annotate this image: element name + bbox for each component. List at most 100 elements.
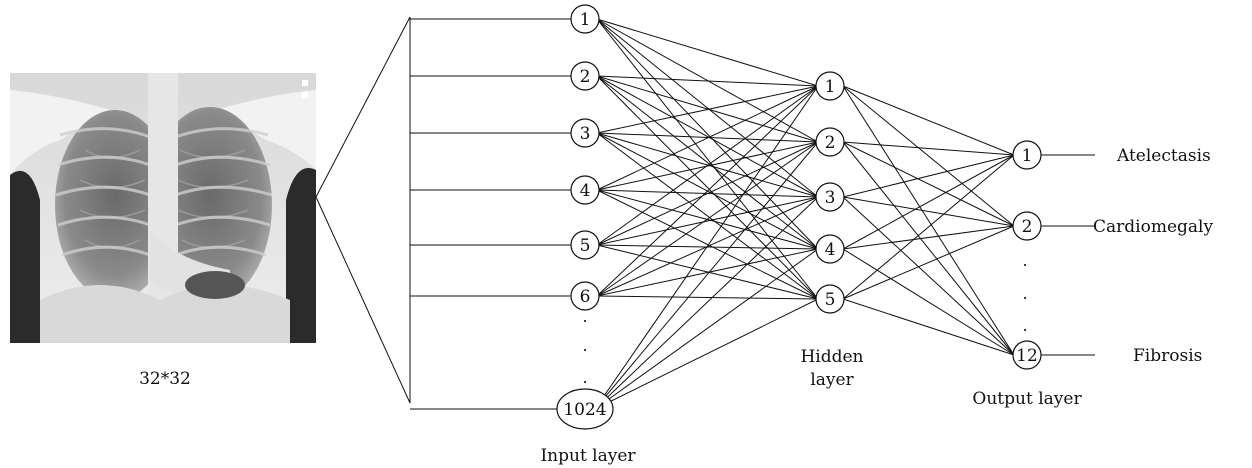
hidden-layer-label-line2: layer [810,370,854,390]
connection-line [596,85,819,246]
connection-line [596,196,819,246]
input-node: 2 [570,61,600,91]
connection-line [842,248,1015,356]
node-circle [815,71,845,101]
connection-line [842,154,1015,250]
connection-line [596,141,819,246]
connection-line [596,132,819,300]
input-node-label: 6 [580,287,591,307]
node-circle [1012,140,1042,170]
hidden-node-label: 1 [825,77,836,97]
connection-line [842,85,1015,227]
connection-line [842,85,1015,156]
connection-line [596,75,819,198]
connection-line [596,75,819,87]
input-node: 1024 [556,388,614,430]
connection-line [594,141,819,410]
node-circle [815,234,845,264]
ellipsis-dot: . [582,368,587,387]
hidden-node-label: 5 [825,290,836,310]
node-circle [815,182,845,212]
node-circle [570,230,600,260]
image-size-caption: 32*32 [139,369,191,389]
hidden-node-label: 4 [825,240,836,260]
hidden-node: 3 [815,182,845,212]
connection-line [596,85,819,191]
connection-line [842,141,1015,156]
connection-line [842,298,1015,356]
connection-line [594,196,819,410]
connection-line [842,196,1015,227]
input-node-label: 1024 [563,400,606,420]
image-projection-lines [315,16,411,404]
output-layer-label: Output layer [972,389,1082,409]
ellipsis-dot: . [582,336,587,355]
connection-line [842,85,1015,356]
hidden-node: 2 [815,127,845,157]
ellipsis-dots: ...... [582,251,1027,387]
connection-line [842,154,1015,198]
hidden-layer-label-line1: Hidden [800,347,863,367]
node-circle [815,127,845,157]
connection-line [596,141,819,297]
input-node-label: 3 [580,124,591,144]
node-circle [570,61,600,91]
node-ellipse [556,388,614,430]
ellipsis-dot: . [1022,284,1027,303]
connection-line [596,85,819,134]
output-node: 12 [1012,340,1042,370]
connection-line [596,75,819,300]
connection-line [594,85,819,410]
input-row-lines [410,18,571,410]
input-layer-nodes: 1 2 3 4 5 6 1024 [556,4,614,430]
chest-xray-image [10,73,316,343]
output-node-label: 12 [1016,346,1038,366]
input-node-label: 5 [580,236,591,256]
node-circle [570,175,600,205]
input-node-label: 2 [580,67,591,87]
node-circle [570,281,600,311]
class-label: Cardiomegaly [1093,217,1213,237]
class-label: Fibrosis [1133,346,1202,366]
input-node: 1 [570,4,600,34]
connection-line [596,18,819,300]
connection-line [596,189,819,300]
hidden-node: 1 [815,71,845,101]
hidden-layer-nodes: 1 2 3 4 5 [815,71,845,314]
hidden-node-label: 3 [825,188,836,208]
input-node-label: 4 [580,181,591,201]
input-layer-label: Input layer [540,446,636,466]
input-node: 6 [570,281,600,311]
ellipsis-dot: . [582,307,587,326]
node-circle [1012,211,1042,241]
input-node-label: 1 [580,10,591,30]
connection-line [842,225,1015,300]
connection-line [596,248,819,297]
input-hidden-connections [594,18,819,410]
input-node: 3 [570,118,600,148]
connection-line [596,295,819,300]
output-node: 1 [1012,140,1042,170]
node-circle [570,4,600,34]
hidden-node-label: 2 [825,133,836,153]
output-class-lines [1041,154,1095,356]
connection-line [842,196,1015,356]
input-node: 4 [570,175,600,205]
ellipsis-dot: . [1022,316,1027,335]
node-circle [570,118,600,148]
connection-line [596,18,819,250]
connection-line [594,248,819,410]
connection-line [596,18,819,198]
hidden-node: 4 [815,234,845,264]
connection-line [842,141,1015,356]
class-label: Atelectasis [1116,146,1211,166]
connection-line [594,298,819,410]
hidden-output-connections [842,85,1015,356]
connection-line [842,225,1015,250]
connection-line [596,18,819,87]
output-node: 2 [1012,211,1042,241]
connection-line [596,75,819,250]
